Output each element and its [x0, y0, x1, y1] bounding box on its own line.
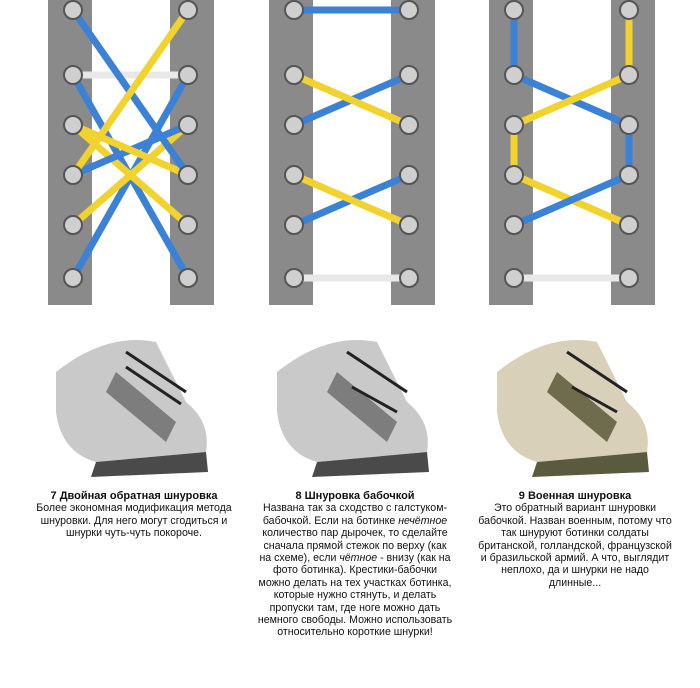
column-military: 9 Военная шнуровка Это обратный вариант …	[477, 0, 673, 688]
sneaker-photo-grey-icon	[277, 340, 429, 477]
caption-7-text: Более экономная модификация метода шнуро…	[36, 502, 232, 540]
sneaker-photo-grey-icon	[56, 340, 208, 477]
column-double-reverse: 7 Двойная обратная шнуровка Более эконом…	[36, 0, 232, 688]
caption-9-text: Это обратный вариант шнуровки бабочкой. …	[478, 502, 672, 589]
lace-diagram-7-icon	[36, 0, 232, 305]
caption-9-title: 9 Военная шнуровка	[518, 490, 632, 502]
caption-7: 7 Двойная обратная шнуровка Более эконом…	[36, 490, 232, 540]
column-butterfly: 8 Шнуровка бабочкой Названа так за сходс…	[257, 0, 453, 688]
lace-diagram-8-icon	[257, 0, 453, 305]
caption-8-text: Названа так за сходство с галстуком-бабо…	[257, 502, 453, 639]
lace-diagram-9-icon	[477, 0, 673, 305]
caption-8: 8 Шнуровка бабочкой Названа так за сходс…	[257, 490, 453, 639]
caption-8-title: 8 Шнуровка бабочкой	[295, 490, 415, 502]
sneaker-photo-beige-icon	[497, 340, 649, 477]
caption-9: 9 Военная шнуровка Это обратный вариант …	[477, 490, 673, 589]
caption-7-title: 7 Двойная обратная шнуровка	[50, 490, 218, 502]
